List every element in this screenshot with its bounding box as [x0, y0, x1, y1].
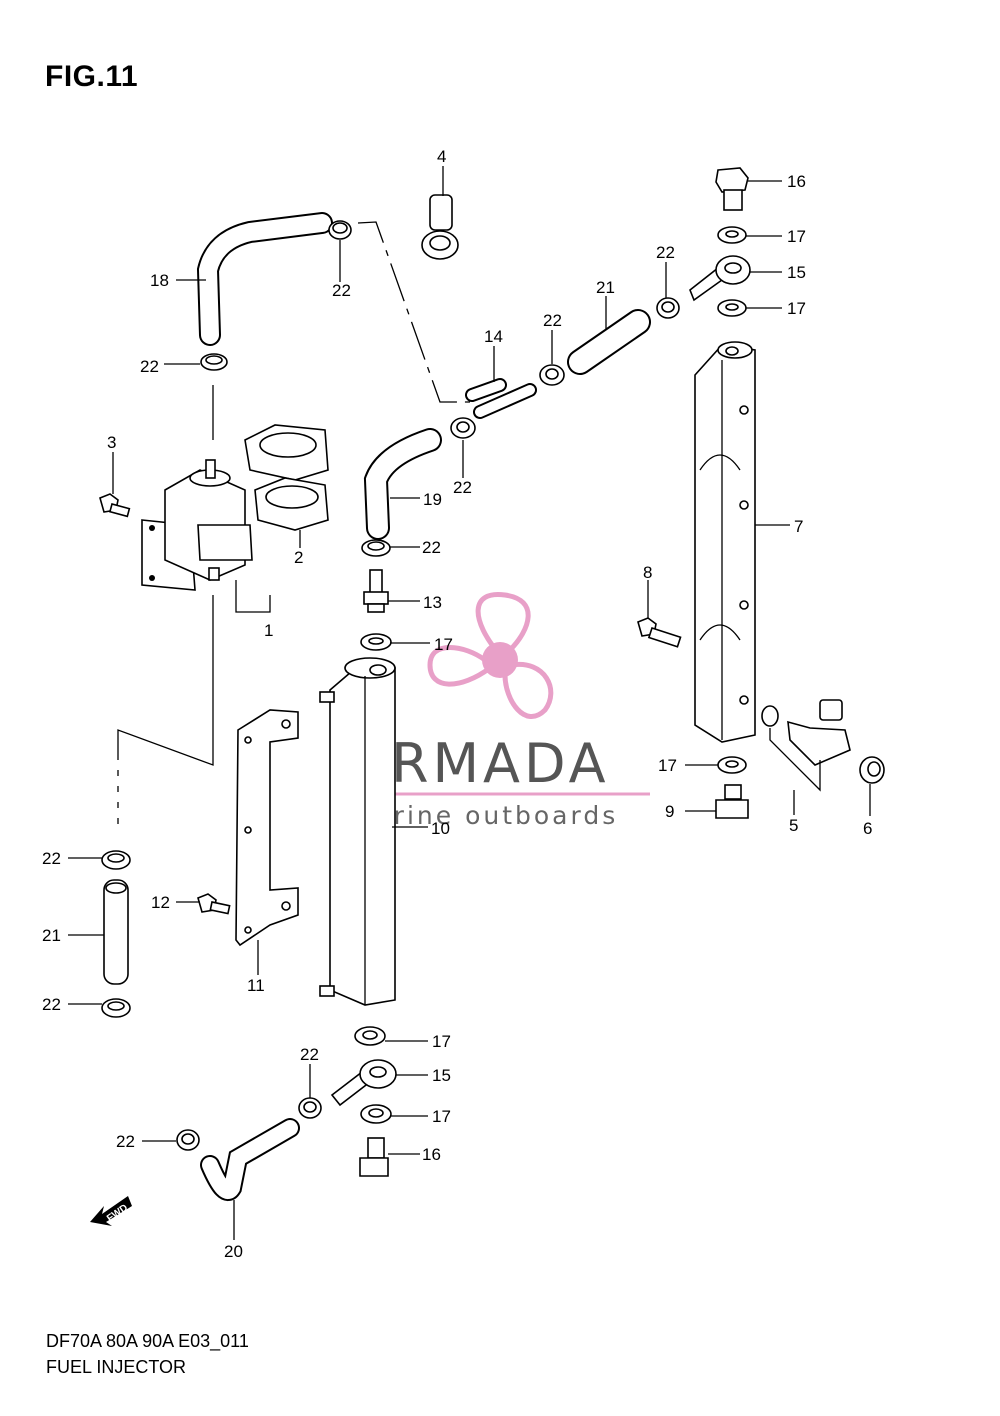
hose-clamp: [101, 850, 131, 870]
washer-17: [717, 226, 747, 244]
callout-13: 13: [423, 593, 442, 612]
connection-lines: [117, 221, 470, 825]
hose-clip-4: [421, 194, 459, 260]
callout-11: 11: [247, 976, 265, 995]
callout-2: 2: [294, 548, 303, 567]
callout-16: 16: [422, 1145, 441, 1164]
washer-17: [354, 1026, 386, 1046]
bolt-3: [99, 493, 131, 518]
callout-22: 22: [140, 357, 159, 376]
rail-bracket-11: [235, 709, 299, 947]
callout-18: 18: [150, 271, 169, 290]
union-bolt-16-bottom: [359, 1137, 389, 1177]
fuel-injector-5: [761, 699, 851, 766]
callout-15: 15: [787, 263, 806, 282]
bolt-12: [197, 893, 231, 915]
callout-4: 4: [437, 147, 446, 166]
callout-22: 22: [332, 281, 351, 300]
hose-clamp: [656, 297, 680, 319]
callout-5: 5: [789, 816, 798, 835]
callout-22: 22: [42, 849, 61, 868]
callout-17: 17: [434, 635, 453, 654]
hose-clamp: [200, 353, 228, 371]
callout-22: 22: [300, 1045, 319, 1064]
plug-bolt-9: [715, 784, 749, 819]
injector-cap-6: [859, 756, 885, 784]
fuel-hose-19: [363, 428, 442, 540]
callout-22: 22: [42, 995, 61, 1014]
leader-lines: [68, 166, 871, 1240]
callout-12: 12: [151, 893, 170, 912]
propeller-icon: [427, 591, 554, 719]
callout-17: 17: [787, 299, 806, 318]
hose-clamp: [361, 539, 391, 557]
callout-3: 3: [107, 433, 116, 452]
fuel-hose-18: [196, 212, 333, 346]
fuel-rail-7: [694, 341, 756, 743]
figure-name: FUEL INJECTOR: [46, 1357, 187, 1377]
callout-1: 1: [264, 621, 273, 640]
fuel-rail-10: [319, 657, 396, 1006]
callout-17: 17: [432, 1032, 451, 1051]
hose-clamp: [101, 998, 131, 1018]
callout-7: 7: [794, 517, 803, 536]
washer-17: [717, 756, 747, 774]
fuel-filter-assembly-1: [141, 459, 253, 591]
hose-clamp: [539, 364, 565, 386]
callout-21: 21: [596, 278, 615, 297]
fuel-hose-21-top: [567, 309, 651, 375]
fuel-hose-21-lower: [103, 879, 129, 985]
washer-17: [717, 299, 747, 317]
washer-17: [360, 1104, 392, 1124]
hose-clamp: [298, 1097, 322, 1119]
joint-14: [465, 378, 537, 419]
callout-14: 14: [484, 327, 503, 346]
callout-17: 17: [432, 1107, 451, 1126]
union-fitting-15-bottom: [330, 1059, 397, 1107]
fuel-hose-20: [200, 1118, 300, 1201]
figure-code: DF70A 80A 90A E03_011: [46, 1331, 249, 1351]
hose-clamp: [450, 417, 476, 439]
callout-8: 8: [643, 563, 652, 582]
figure-title: FIG.11: [45, 60, 139, 93]
nipple-13: [363, 569, 389, 613]
callout-22: 22: [543, 311, 562, 330]
filter-bracket-2: [244, 424, 329, 531]
callout-22: 22: [116, 1132, 135, 1151]
hose-clamp: [176, 1129, 200, 1151]
callout-9: 9: [665, 802, 674, 821]
callout-15: 15: [432, 1066, 451, 1085]
forward-arrow-icon: FWD: [90, 1196, 132, 1226]
hose-clamp: [328, 220, 352, 240]
callout-6: 6: [863, 819, 872, 838]
callout-10: 10: [431, 819, 450, 838]
bolt-8: [637, 617, 682, 648]
union-fitting-15-top: [689, 255, 751, 302]
callout-16: 16: [787, 172, 806, 191]
callout-20: 20: [224, 1242, 243, 1261]
washer-17: [360, 633, 392, 651]
callout-22: 22: [656, 243, 675, 262]
callout-17: 17: [787, 227, 806, 246]
callout-21: 21: [42, 926, 61, 945]
callout-22: 22: [422, 538, 441, 557]
callout-19: 19: [423, 490, 442, 509]
callout-labels: 4 16 17 22 15 18 22 21 17 22 14 22 22 3 …: [42, 147, 872, 1261]
callout-22: 22: [453, 478, 472, 497]
union-bolt-16-top: [715, 167, 749, 211]
callout-17: 17: [658, 756, 677, 775]
